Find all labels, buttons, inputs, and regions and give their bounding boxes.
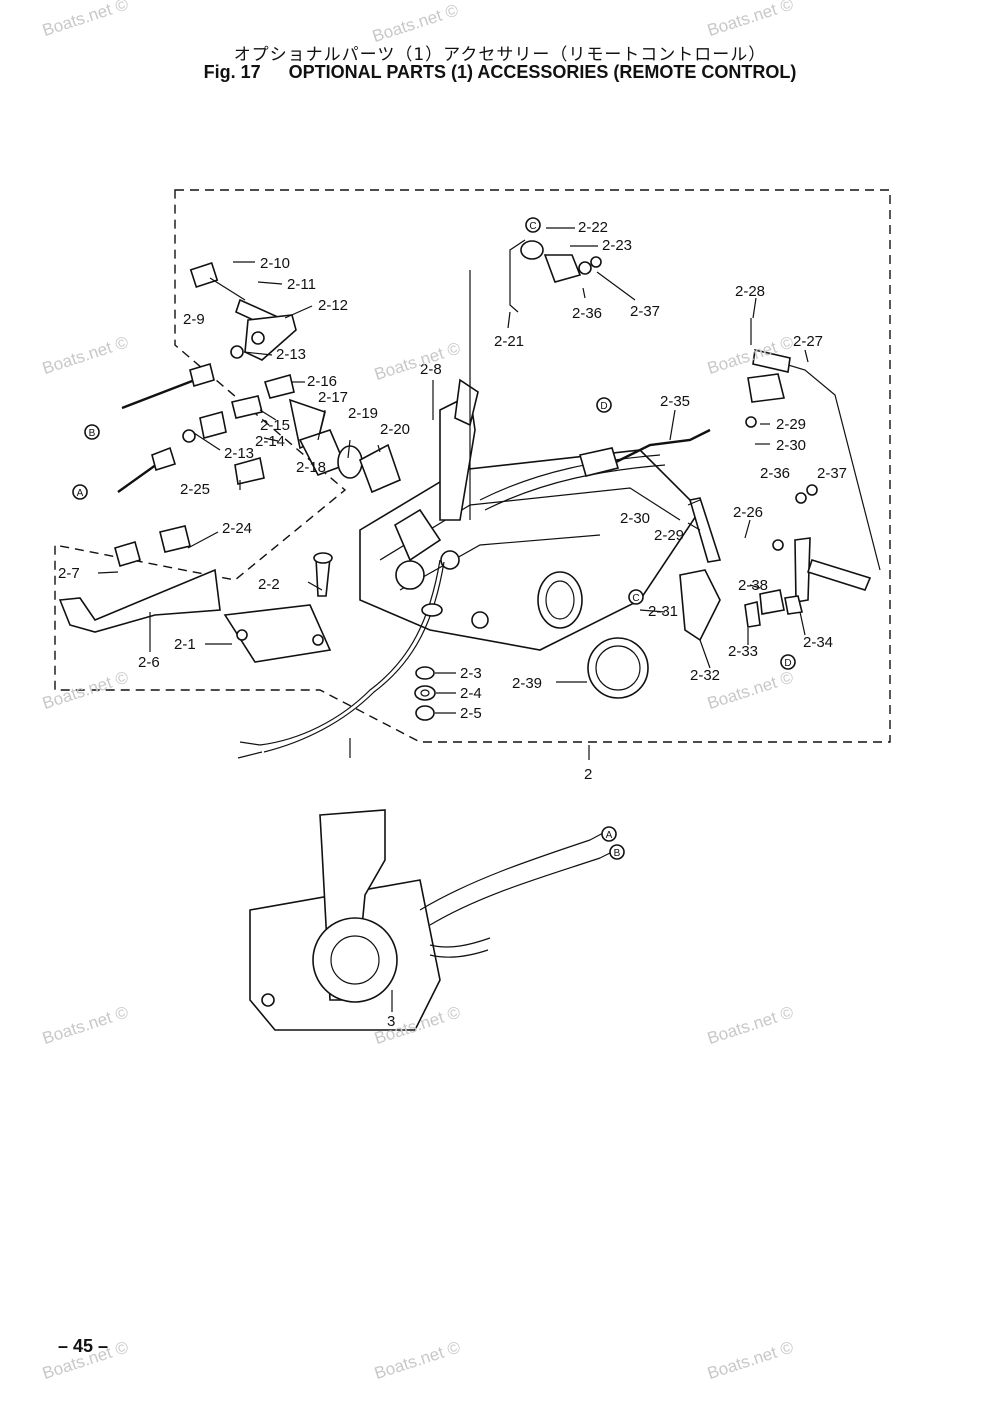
callout-2-13-lower: 2-13: [224, 445, 254, 462]
callout-2-23: 2-23: [602, 237, 632, 254]
svg-text:D: D: [600, 401, 607, 412]
callout-2-4: 2-4: [460, 685, 482, 702]
callout-2-13-upper: 2-13: [276, 346, 306, 363]
callout-2-37-upper: 2-37: [630, 303, 660, 320]
callout-2-5: 2-5: [460, 705, 482, 722]
ref-circle-c-top: C: [525, 217, 541, 233]
callout-2-38: 2-38: [738, 577, 768, 594]
callout-2-8: 2-8: [420, 361, 442, 378]
callout-2-26: 2-26: [733, 504, 763, 521]
callout-2-9: 2-9: [183, 311, 205, 328]
callout-2-15: 2-15: [260, 417, 290, 434]
callout-2-28: 2-28: [735, 283, 765, 300]
callout-2-25: 2-25: [180, 481, 210, 498]
callout-2-36-upper: 2-36: [572, 305, 602, 322]
svg-text:A: A: [77, 488, 84, 499]
figure-label: Fig. 17: [203, 62, 261, 82]
callout-labels: 2-10 2-11 2-12 2-9 2-13 2-16 2-17 2-19 2…: [58, 219, 847, 1030]
ref-circle-b-right: B: [609, 844, 625, 860]
callout-2-18: 2-18: [296, 459, 326, 476]
leader-lines: [97, 227, 809, 1012]
callout-2-24: 2-24: [222, 520, 252, 537]
wire-harness: [237, 559, 445, 759]
title-japanese: オプショナルパーツ（1）アクセサリー（リモートコントロール）: [233, 45, 767, 65]
ref-circle-d-bottom: D: [780, 654, 796, 670]
upper-bracket-parts: [509, 239, 602, 313]
callout-2-10: 2-10: [260, 255, 290, 272]
figure-title: OPTIONAL PARTS (1) ACCESSORIES (REMOTE C…: [288, 62, 797, 82]
svg-text:A: A: [606, 830, 613, 841]
callout-2-36-lower: 2-36: [760, 465, 790, 482]
callout-2-14: 2-14: [255, 433, 285, 450]
assembly-2-boundary: [54, 189, 891, 743]
callout-2-39: 2-39: [512, 675, 542, 692]
ref-circle-d-top: D: [596, 397, 612, 413]
svg-text:C: C: [529, 221, 536, 232]
svg-text:D: D: [784, 658, 791, 669]
ref-circle-a-right: A: [601, 826, 617, 842]
ref-circle-c-bottom: C: [628, 589, 644, 605]
remote-control-box-3: [249, 809, 613, 1031]
callout-3: 3: [387, 1013, 395, 1030]
svg-text:B: B: [89, 428, 96, 439]
callout-2-11: 2-11: [287, 276, 316, 293]
callout-2-16: 2-16: [307, 373, 337, 390]
callout-2-29-lower: 2-29: [654, 527, 684, 544]
callout-2-2: 2-2: [258, 576, 280, 593]
callout-2-22: 2-22: [578, 219, 608, 236]
callout-2-6: 2-6: [138, 654, 160, 671]
ref-circle-a-left: A: [72, 484, 88, 500]
callout-2-17: 2-17: [318, 389, 348, 406]
callout-2-3: 2-3: [460, 665, 482, 682]
callout-2-7: 2-7: [58, 565, 80, 582]
right-cable-parts: [578, 318, 881, 642]
title-english: Fig. 17 OPTIONAL PARTS (1) ACCESSORIES (R…: [0, 62, 1000, 83]
callout-2-29-upper: 2-29: [776, 416, 806, 433]
callout-2-12: 2-12: [318, 297, 348, 314]
callout-2-30-lower: 2-30: [620, 510, 650, 527]
callout-2-19: 2-19: [348, 405, 378, 422]
callout-2-20: 2-20: [380, 421, 410, 438]
lever-assembly: [117, 262, 401, 494]
callout-2: 2: [584, 766, 592, 783]
page-number: – 45 –: [58, 1336, 109, 1356]
callout-2-37-lower: 2-37: [817, 465, 847, 482]
mounting-bracket: [58, 525, 333, 663]
washers: [414, 666, 436, 721]
ref-circle-b-left: B: [84, 424, 100, 440]
callout-2-27: 2-27: [793, 333, 823, 350]
callout-2-32: 2-32: [690, 667, 720, 684]
cap-2-39: [587, 637, 649, 699]
callout-2-33: 2-33: [728, 643, 758, 660]
svg-text:C: C: [632, 593, 639, 604]
callout-2-34: 2-34: [803, 634, 833, 651]
callout-2-30-upper: 2-30: [776, 437, 806, 454]
callout-2-35: 2-35: [660, 393, 690, 410]
svg-text:B: B: [614, 848, 621, 859]
callout-2-21: 2-21: [494, 333, 524, 350]
callout-2-31: 2-31: [648, 603, 678, 620]
callout-2-1: 2-1: [174, 636, 196, 653]
main-bracket-body: [359, 270, 702, 651]
